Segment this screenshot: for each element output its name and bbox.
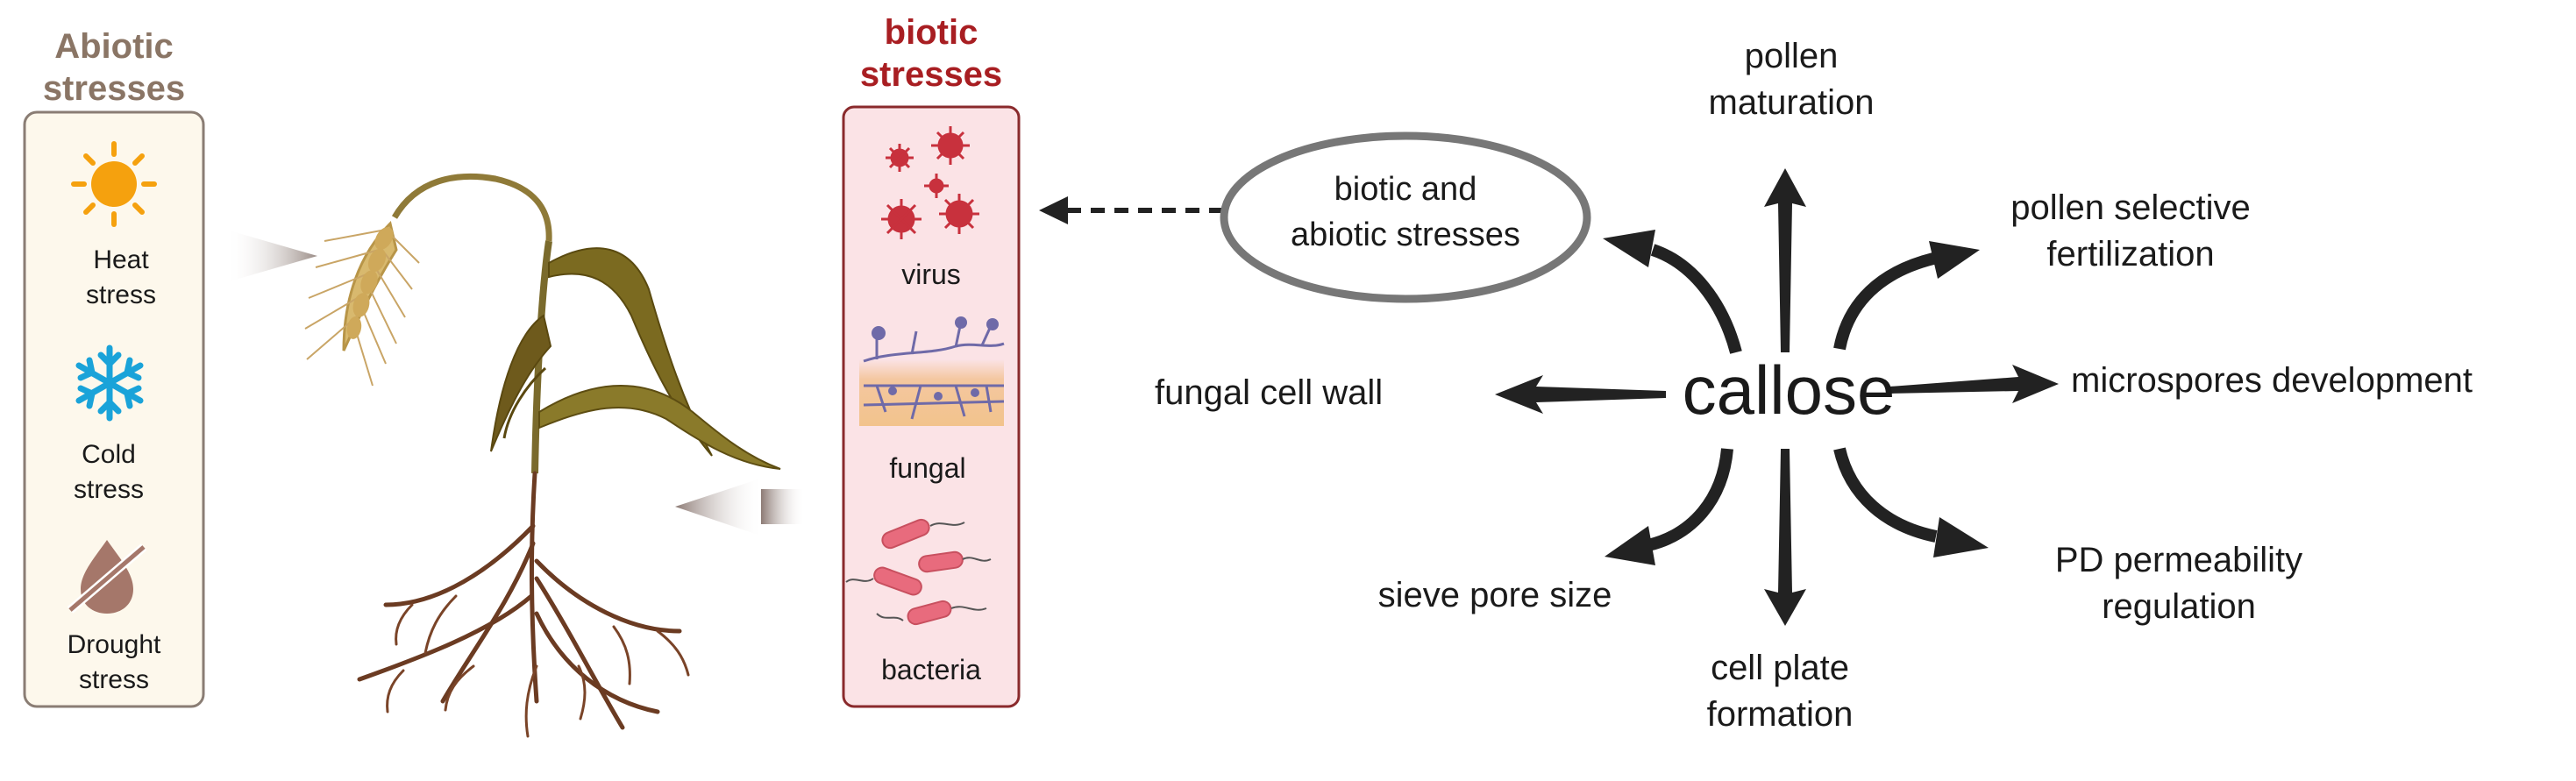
arrow-to-microspores [1889,365,2059,403]
cold-stress-label-line1: Cold [82,440,136,469]
virus-icon [881,126,979,239]
arrow-to-stress-node [1603,230,1742,354]
abiotic-title-line2: stresses [43,69,185,108]
fungal-label: fungal [889,452,965,484]
cold-stress-label-line2: stress [74,475,144,504]
abiotic-title-line1: Abiotic [54,27,174,66]
fungal-hyphae-icon [859,316,1005,426]
cell-plate-line1: cell plate [1711,649,1849,687]
microspores-label: microspores development [2071,361,2473,400]
biotic-title-line2: stresses [860,55,1002,94]
wheat-plant-illustration [304,173,781,738]
stress-to-biotic-dashed-arrow [1039,196,1223,224]
callose-label: callose [1683,351,1896,429]
arrow-to-cell-plate [1764,449,1806,626]
pollen-selective-line1: pollen selective [2010,188,2251,227]
virus-label: virus [901,259,961,290]
heat-stress-label-line1: Heat [93,245,149,274]
arrow-to-sieve-pore [1605,448,1733,565]
arrow-to-pollen-maturation [1764,168,1806,352]
callose-arrows [1495,168,2059,626]
pd-permeability-line2: regulation [2102,587,2256,626]
cell-plate-line2: formation [1707,695,1854,734]
abiotic-stresses-panel: Abiotic stresses Heat stress [23,27,205,708]
pollen-selective-line2: fertilization [2046,235,2214,273]
pollen-maturation-line1: pollen [1745,37,1839,75]
biotic-to-plant-pointer [675,478,805,536]
arrow-to-fungal-cell-wall [1495,375,1666,414]
abiotic-to-plant-pointer [226,230,317,282]
biotic-stresses-panel: biotic stresses virus [842,13,1021,708]
no-water-drop-icon [67,540,147,614]
heat-stress-label-line2: stress [86,280,156,309]
arrow-to-pollen-selective [1833,241,1980,351]
biotic-abiotic-stresses-node: biotic and abiotic stresses [1220,131,1591,303]
drought-stress-label-line2: stress [79,665,149,694]
pollen-maturation-line2: maturation [1709,83,1875,122]
stress-node-line2: abiotic stresses [1291,217,1520,253]
bacteria-label: bacteria [881,654,981,685]
pd-permeability-line1: PD permeability [2055,541,2302,579]
snowflake-icon [75,344,144,422]
sun-icon [71,141,157,227]
bacteria-icon [845,518,992,626]
fungal-cell-wall-label: fungal cell wall [1155,373,1383,412]
drought-stress-label-line1: Drought [68,630,161,659]
biotic-title-line1: biotic [885,13,978,52]
sieve-pore-label: sieve pore size [1378,576,1612,614]
wheat-spike [304,221,420,387]
arrow-to-pd-permeability [1833,447,1989,557]
stress-node-line1: biotic and [1334,171,1477,208]
